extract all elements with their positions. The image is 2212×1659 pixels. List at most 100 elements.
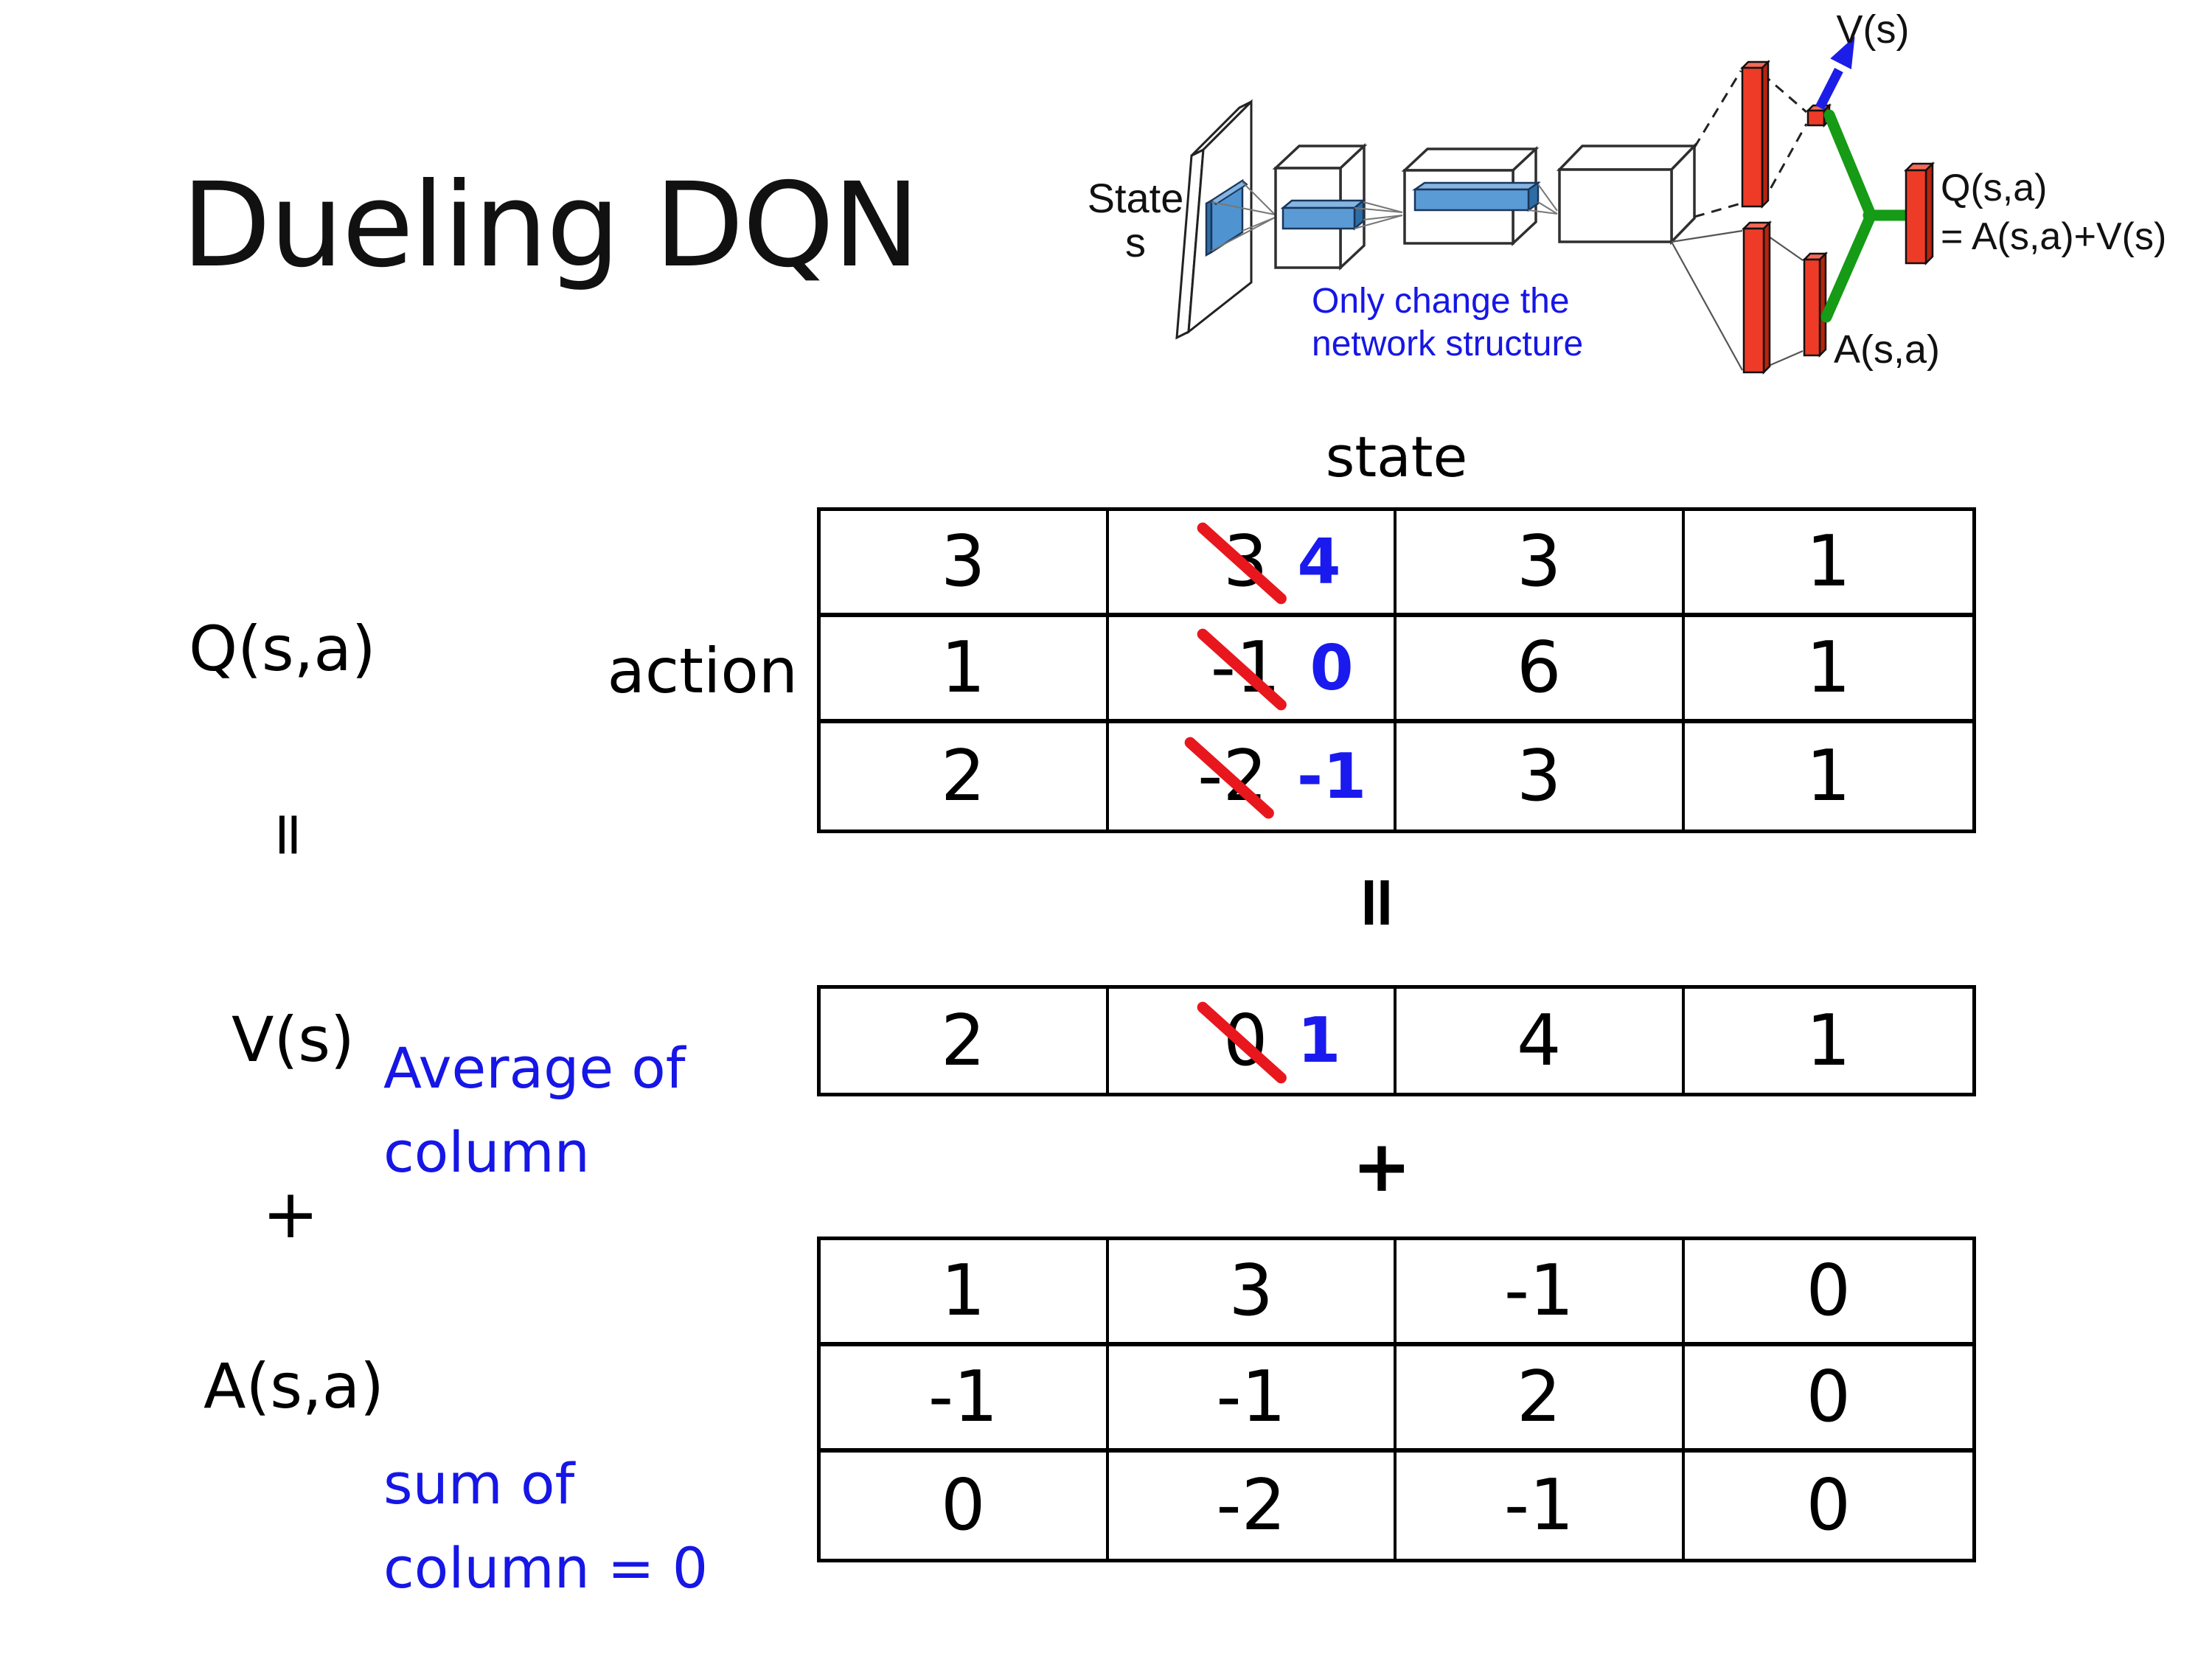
dueling-network-diagram: State s Only change the network structur… bbox=[1088, 7, 2166, 375]
old-value: 0 bbox=[1194, 999, 1290, 1086]
cell-value: 0 bbox=[1806, 1357, 1851, 1438]
a-cell-r2c1: -2 bbox=[1109, 1453, 1397, 1559]
equals-sign-left: = bbox=[254, 809, 325, 860]
q-output-label-line1: Q(s,a) bbox=[1941, 167, 2047, 209]
plus-sign-center: + bbox=[1352, 1125, 1412, 1208]
conv-fan-3 bbox=[1528, 184, 1558, 215]
cell-value: -1 bbox=[1503, 1465, 1574, 1546]
cell-value: 4 bbox=[1517, 1000, 1562, 1082]
cell-value: 2 bbox=[941, 1000, 986, 1082]
value-hidden-bar bbox=[1739, 59, 1771, 209]
v-arrow-icon bbox=[1815, 36, 1855, 110]
state-label-line2: s bbox=[1125, 219, 1146, 265]
cell-value: 6 bbox=[1517, 627, 1562, 709]
a-cell-r2c0: 0 bbox=[821, 1453, 1109, 1559]
sum-note-line2: column = 0 bbox=[383, 1535, 709, 1601]
v-cell-c0: 2 bbox=[821, 989, 1109, 1093]
cell-value: 1 bbox=[1806, 627, 1851, 709]
q-cell-r1c3: 1 bbox=[1684, 617, 1972, 723]
average-of-column-note: Average of column bbox=[383, 1026, 686, 1194]
average-note-line2: column bbox=[383, 1119, 590, 1185]
a-function-label: A(s,a) bbox=[204, 1350, 384, 1422]
v-cell-c3: 1 bbox=[1685, 989, 1973, 1093]
advantage-stream-fan bbox=[1671, 229, 1804, 371]
advantage-hidden-bar bbox=[1741, 220, 1773, 375]
corrected-value: -2 -1 bbox=[1182, 734, 1367, 821]
sum-of-column-note: sum of column = 0 bbox=[383, 1442, 708, 1610]
old-value: 3 bbox=[1194, 520, 1290, 607]
a-cell-r0c1: 3 bbox=[1108, 1240, 1397, 1346]
cell-value: 2 bbox=[1517, 1357, 1562, 1438]
feature-slab-1 bbox=[1280, 198, 1366, 231]
cell-value: 1 bbox=[941, 1251, 986, 1332]
cell-value: 3 bbox=[1517, 736, 1562, 817]
conv-fan-1 bbox=[1211, 181, 1276, 251]
q-output-label-line2: = A(s,a)+V(s) bbox=[1941, 215, 2166, 258]
q-cell-r2c2: 3 bbox=[1397, 723, 1685, 830]
cell-value: 1 bbox=[1806, 521, 1851, 602]
a-output-label: A(s,a) bbox=[1834, 327, 1940, 372]
v-function-label: V(s) bbox=[232, 1004, 355, 1076]
state-axis-label: state bbox=[1325, 424, 1468, 490]
cell-value: 3 bbox=[1228, 1251, 1273, 1332]
cell-value: -2 bbox=[1216, 1465, 1287, 1546]
cell-value: -1 bbox=[1216, 1357, 1287, 1438]
equals-sign-center: = bbox=[1338, 872, 1420, 933]
cell-value: 2 bbox=[941, 736, 986, 817]
v-cell-c2: 4 bbox=[1397, 989, 1685, 1093]
v-cell-c1: 0 1 bbox=[1109, 989, 1397, 1093]
q-function-label: Q(s,a) bbox=[189, 613, 376, 685]
q-cell-r0c1: 3 4 bbox=[1108, 511, 1397, 617]
q-cell-r0c2: 3 bbox=[1397, 511, 1685, 617]
cell-value: 1 bbox=[941, 627, 986, 709]
v-output-label: V(s) bbox=[1837, 7, 1910, 52]
a-cell-r1c3: 0 bbox=[1684, 1346, 1972, 1453]
q-cell-r2c0: 2 bbox=[821, 723, 1109, 830]
cell-value: 3 bbox=[1517, 521, 1562, 602]
a-cell-r2c2: -1 bbox=[1397, 1453, 1685, 1559]
action-axis-label: action bbox=[607, 635, 798, 707]
corrected-value: -1 0 bbox=[1194, 626, 1354, 713]
v-value-table: 2 0 1 4 1 bbox=[817, 985, 1976, 1096]
aggregate-link bbox=[1820, 109, 1910, 323]
cell-value: 0 bbox=[1806, 1251, 1851, 1332]
diagram-note-line2: network structure bbox=[1312, 324, 1583, 364]
q-cell-r1c2: 6 bbox=[1397, 617, 1685, 723]
q-cell-r0c0: 3 bbox=[821, 511, 1109, 617]
fc-box bbox=[1556, 142, 1698, 246]
a-cell-r2c3: 0 bbox=[1685, 1453, 1973, 1559]
state-label-line1: State bbox=[1088, 175, 1184, 221]
new-value: 0 bbox=[1310, 631, 1354, 705]
conv-fan-2 bbox=[1354, 201, 1403, 229]
q-output-bar bbox=[1903, 161, 1935, 266]
a-cell-r1c2: 2 bbox=[1397, 1346, 1685, 1453]
new-value: 4 bbox=[1297, 525, 1341, 599]
corrected-value: 0 1 bbox=[1194, 999, 1341, 1086]
value-stream-dashed-fan bbox=[1693, 70, 1808, 218]
old-value: -1 bbox=[1194, 626, 1290, 713]
q-cell-r2c1: -2 -1 bbox=[1109, 723, 1397, 830]
new-value: -1 bbox=[1296, 740, 1367, 813]
slide-title: Dueling DQN bbox=[181, 158, 920, 293]
a-vector-bar bbox=[1801, 251, 1829, 358]
cell-value: 1 bbox=[1806, 736, 1851, 817]
feature-slab-2 bbox=[1411, 181, 1542, 212]
a-cell-r1c1: -1 bbox=[1108, 1346, 1397, 1453]
q-cell-r0c3: 1 bbox=[1684, 511, 1972, 617]
q-cell-r1c0: 1 bbox=[821, 617, 1109, 723]
cell-value: 1 bbox=[1806, 1000, 1851, 1082]
q-cell-r2c3: 1 bbox=[1685, 723, 1973, 830]
a-cell-r1c0: -1 bbox=[821, 1346, 1109, 1453]
average-note-line1: Average of bbox=[383, 1035, 686, 1101]
cell-value: -1 bbox=[928, 1357, 998, 1438]
a-cell-r0c0: 1 bbox=[821, 1240, 1109, 1346]
a-cell-r0c3: 0 bbox=[1684, 1240, 1972, 1346]
cell-value: 0 bbox=[1806, 1465, 1851, 1546]
plus-sign-left: + bbox=[262, 1174, 319, 1253]
a-cell-r0c2: -1 bbox=[1397, 1240, 1685, 1346]
old-value: -2 bbox=[1182, 734, 1276, 821]
new-value: 1 bbox=[1297, 1004, 1341, 1077]
q-value-table: 3 3 4 3 1 1 -1 0 6 1 2 -2 -1 3 1 bbox=[817, 507, 1976, 833]
cell-value: 3 bbox=[941, 521, 986, 602]
advantage-table: 1 3 -1 0 -1 -1 2 0 0 -2 -1 0 bbox=[817, 1237, 1976, 1562]
